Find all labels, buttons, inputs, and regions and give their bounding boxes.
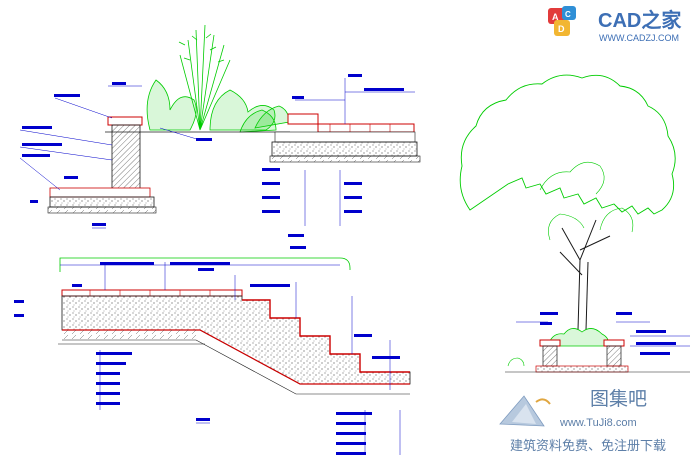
dimension-labels-3: [14, 234, 400, 455]
section-staircase: [14, 234, 411, 455]
paving-top: [317, 123, 415, 133]
paving-layer: [49, 187, 151, 198]
dimension-labels-4: [540, 312, 676, 355]
wall-cap: [107, 116, 143, 126]
watermark-tuji: 图集吧 www.TuJi8.com 建筑资料免费、免注册下载: [490, 378, 700, 460]
wall-body: [111, 124, 141, 198]
gravel-base: [271, 141, 418, 157]
section-step-edge: [254, 74, 421, 226]
tuji-slogan: 建筑资料免费、免注册下载: [510, 438, 666, 454]
tuji-site-url: www.TuJi8.com: [559, 417, 637, 429]
tree-trunk: [559, 219, 611, 331]
handrail: [59, 257, 351, 272]
tuji-site-name: 图集吧: [590, 388, 647, 410]
cad-logo-url: WWW.CADZJ.COM: [599, 33, 679, 43]
section-title-mark-1: [92, 223, 106, 229]
dimension-labels-2: [262, 74, 404, 213]
leader-lines: [19, 85, 201, 191]
svg-text:A: A: [552, 12, 559, 22]
soil-base: [47, 206, 157, 214]
concrete-base: [49, 196, 155, 208]
svg-text:D: D: [558, 24, 565, 34]
section-title-mark-2: [196, 418, 210, 424]
tree-canopy-outline: [459, 74, 676, 215]
section-planter-wall: [19, 24, 290, 229]
watermark-cad-logo: A C D CAD之家 WWW.CADZJ.COM: [548, 6, 682, 43]
step-cap: [287, 113, 319, 125]
dimension-labels: [22, 82, 212, 203]
cube-logo-icon: A C D: [548, 6, 576, 36]
section-tree-planter: [459, 74, 690, 373]
stair-treads: [242, 299, 410, 373]
cad-logo-text: CAD之家: [598, 8, 682, 32]
plant-grass-cluster: [146, 24, 277, 133]
svg-text:C: C: [565, 10, 571, 19]
tuji-logo-icon: [499, 395, 551, 427]
